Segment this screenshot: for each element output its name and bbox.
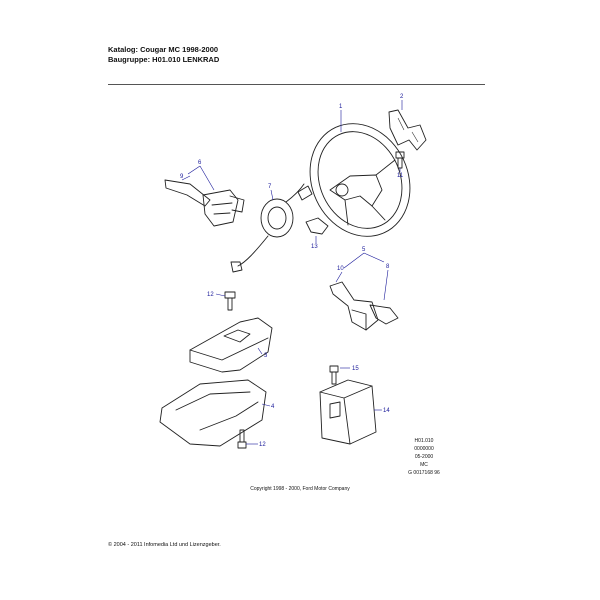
part-upper-shroud: [189, 317, 273, 373]
callout-14: 14: [383, 408, 390, 414]
drawing-model: MC: [420, 462, 428, 468]
drawing-ref: H01.010: [414, 438, 434, 444]
callout-4: 4: [271, 404, 275, 410]
part-screw-12b: [237, 429, 247, 449]
part-bolt-15: [329, 365, 339, 385]
drawing-date: 05-2000: [414, 454, 434, 460]
callout-12-top: 12: [207, 292, 214, 298]
copyright: Copyright 1998 - 2000, Ford Motor Compan…: [250, 486, 350, 492]
callout-11: 11: [397, 173, 404, 179]
part-clock-spring: [230, 183, 313, 273]
part-switch-assembly-6: [164, 179, 245, 227]
callout-3: 3: [264, 353, 268, 359]
callout-12-bottom: 12: [259, 442, 266, 448]
assembly-group: Baugruppe: H01.010 LENKRAD: [108, 55, 220, 64]
part-switch-assembly-5: [329, 281, 399, 331]
callout-5: 5: [362, 247, 366, 253]
callout-8: 8: [386, 264, 390, 270]
callout-1: 1: [339, 104, 343, 110]
drawing-code: 0000000: [414, 446, 434, 452]
part-bracket: [388, 109, 427, 151]
part-clip-13: [305, 217, 329, 235]
callout-2: 2: [400, 94, 404, 100]
callout-13: 13: [311, 244, 318, 250]
part-screw-12a: [224, 291, 236, 311]
callout-6: 6: [198, 160, 202, 166]
callout-10: 10: [337, 266, 344, 272]
callout-7: 7: [268, 184, 272, 190]
drawing-number: G 0017168 96: [408, 470, 440, 476]
callout-15: 15: [352, 366, 359, 372]
callout-9: 9: [180, 174, 184, 180]
catalog-title: Katalog: Cougar MC 1998-2000: [108, 45, 219, 54]
part-lower-shroud: [159, 379, 267, 447]
part-lock-housing: [319, 379, 377, 445]
footer-notice: © 2004 - 2011 Infomedia Ltd und Lizenzge…: [108, 542, 221, 548]
part-steering-wheel: [309, 123, 411, 237]
header-divider: [108, 84, 485, 85]
